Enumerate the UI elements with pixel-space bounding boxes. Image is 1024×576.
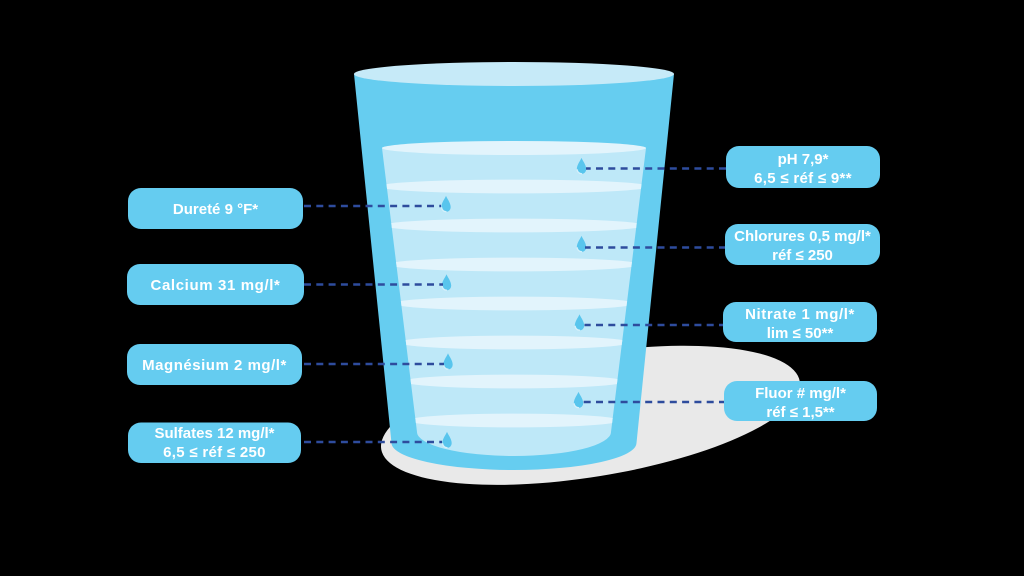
svg-text:Calcium 31 mg/l*: Calcium 31 mg/l* <box>151 277 281 294</box>
svg-text:réf ≤ 250: réf ≤ 250 <box>772 247 833 264</box>
svg-text:Sulfates 12 mg/l*: Sulfates 12 mg/l* <box>154 425 274 442</box>
svg-text:lim ≤ 50**: lim ≤ 50** <box>767 325 834 342</box>
svg-text:pH 7,9*: pH 7,9* <box>778 151 829 168</box>
svg-text:6,5 ≤ réf ≤ 250: 6,5 ≤ réf ≤ 250 <box>163 444 266 461</box>
svg-text:Fluor # mg/l*: Fluor # mg/l* <box>755 385 846 402</box>
svg-text:Magnésium 2 mg/l*: Magnésium 2 mg/l* <box>142 357 287 374</box>
svg-text:6,5 ≤ réf ≤ 9**: 6,5 ≤ réf ≤ 9** <box>754 170 852 187</box>
svg-text:Nitrate 1 mg/l*: Nitrate 1 mg/l* <box>745 306 855 323</box>
svg-text:Chlorures 0,5 mg/l*: Chlorures 0,5 mg/l* <box>734 228 871 245</box>
svg-text:réf ≤ 1,5**: réf ≤ 1,5** <box>766 404 834 421</box>
svg-text:Dureté 9 °F*: Dureté 9 °F* <box>173 201 258 218</box>
